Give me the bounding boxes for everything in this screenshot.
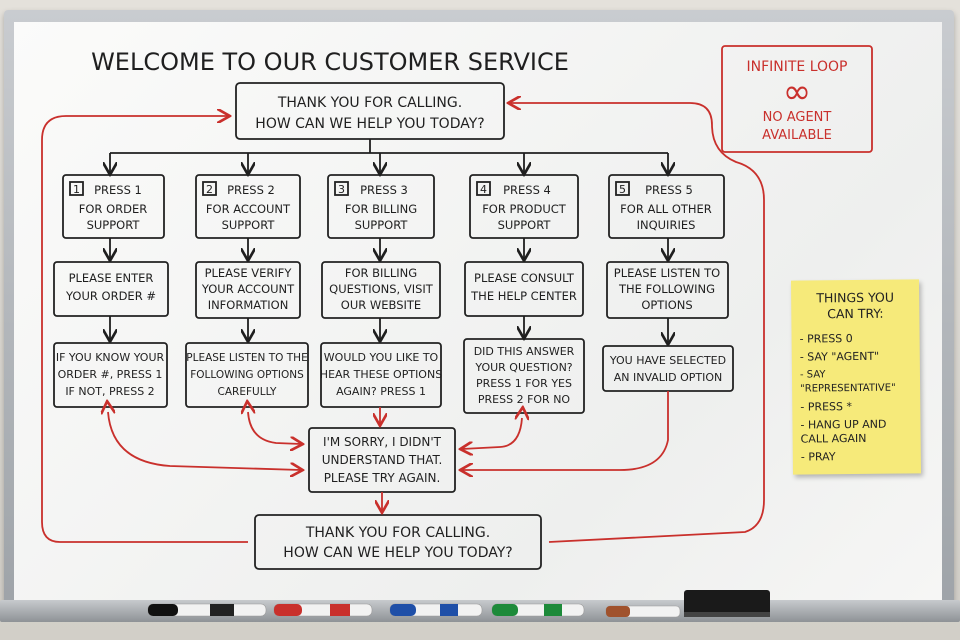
- step3-text: PLEASE LISTEN TO THE: [186, 352, 307, 364]
- sticky-note-title: THINGS YOU CAN TRY:: [791, 289, 919, 322]
- option-number: 2: [206, 183, 213, 196]
- step2-box-3: FOR BILLING QUESTIONS, VISIT OUR WEBSITE: [321, 261, 441, 319]
- step3-box-3: WOULD YOU LIKE TO HEAR THESE OPTIONS AGA…: [320, 342, 442, 408]
- step2-box-1: PLEASE ENTER YOUR ORDER #: [53, 261, 169, 317]
- step3-text: IF NOT, PRESS 2: [65, 385, 154, 398]
- step3-text: ORDER #, PRESS 1: [58, 368, 163, 381]
- sorry-text: PLEASE TRY AGAIN.: [324, 471, 441, 485]
- step2-box-2: PLEASE VERIFY YOUR ACCOUNT INFORMATION: [195, 261, 301, 319]
- red-loop-arrows: [41, 103, 765, 543]
- option-label: SUPPORT: [498, 218, 552, 232]
- step2-text: OUR WEBSITE: [341, 298, 421, 312]
- option-number: 3: [338, 183, 345, 196]
- step3-text: IF YOU KNOW YOUR: [56, 351, 165, 364]
- step3-box-2: PLEASE LISTEN TO THE FOLLOWING OPTIONS C…: [185, 342, 309, 408]
- option-label: FOR ACCOUNT: [206, 202, 291, 216]
- end-box: [254, 514, 542, 570]
- step3-box-5: YOU HAVE SELECTED AN INVALID OPTION: [602, 345, 734, 392]
- step3-text: AGAIN? PRESS 1: [336, 385, 426, 398]
- step2-text: PLEASE VERIFY: [205, 266, 293, 280]
- infinity-icon: ∞: [783, 72, 811, 112]
- option-label: FOR BILLING: [345, 202, 417, 216]
- start-box-line1: THANK YOU FOR CALLING.: [277, 95, 462, 111]
- sticky-item: PRESS *: [800, 399, 920, 414]
- option-box-5: 5 PRESS 5 FOR ALL OTHER INQUIRIES: [608, 174, 725, 239]
- step3-box-1: IF YOU KNOW YOUR ORDER #, PRESS 1 IF NOT…: [53, 342, 168, 408]
- step2-text: OPTIONS: [641, 298, 692, 312]
- step3-text: AN INVALID OPTION: [614, 371, 723, 384]
- option-label: PRESS 1: [94, 183, 142, 197]
- sticky-item: HANG UP AND CALL AGAIN: [800, 417, 920, 446]
- option-label: INQUIRIES: [637, 218, 696, 232]
- sticky-item: PRAY: [801, 449, 921, 464]
- option-box-2: 2 PRESS 2 FOR ACCOUNT SUPPORT: [195, 174, 301, 239]
- option-label: FOR PRODUCT: [482, 202, 567, 216]
- step2-text: INFORMATION: [208, 298, 289, 312]
- step3-text: CAREFULLY: [218, 386, 277, 398]
- sticky-item: PRESS 0: [800, 331, 920, 346]
- sticky-title-line: CAN TRY:: [827, 305, 884, 322]
- option-label: PRESS 2: [227, 183, 275, 197]
- sorry-text: I'M SORRY, I DIDN'T: [323, 435, 442, 449]
- sorry-box: I'M SORRY, I DIDN'T UNDERSTAND THAT. PLE…: [308, 427, 456, 493]
- sticky-note-list: PRESS 0 SAY "AGENT" SAY "REPRESENTATIVE"…: [800, 331, 921, 464]
- option-number: 5: [619, 183, 626, 196]
- step3-box-4: DID THIS ANSWER YOUR QUESTION? PRESS 1 F…: [463, 338, 585, 414]
- step2-box-4: PLEASE CONSULT THE HELP CENTER: [464, 261, 584, 317]
- infinite-loop-title: INFINITE LOOP: [746, 59, 847, 75]
- sorry-text: UNDERSTAND THAT.: [322, 453, 443, 467]
- step2-text: THE HELP CENTER: [470, 289, 577, 303]
- step2-text: YOUR ORDER #: [65, 289, 156, 303]
- option-number: 4: [480, 183, 487, 196]
- step3-text: DID THIS ANSWER: [474, 345, 575, 358]
- start-box-line2: HOW CAN WE HELP YOU TODAY?: [255, 116, 484, 132]
- option-box-1: 1 PRESS 1 FOR ORDER SUPPORT: [62, 174, 165, 239]
- option-box-3: 3 PRESS 3 FOR BILLING SUPPORT: [327, 174, 435, 239]
- step2-text: PLEASE ENTER: [69, 271, 154, 285]
- option-label: FOR ALL OTHER: [620, 202, 712, 216]
- end-box-line1: THANK YOU FOR CALLING.: [305, 525, 490, 541]
- step2-box-5: PLEASE LISTEN TO THE FOLLOWING OPTIONS: [606, 261, 729, 319]
- no-agent-text: NO AGENT: [763, 110, 832, 125]
- step3-text: HEAR THESE OPTIONS: [320, 368, 442, 381]
- sticky-note: THINGS YOU CAN TRY: PRESS 0 SAY "AGENT" …: [790, 279, 922, 475]
- step2-text: YOUR ACCOUNT: [201, 282, 295, 296]
- sticky-title-line: THINGS YOU: [816, 289, 895, 306]
- step2-text: PLEASE CONSULT: [474, 271, 575, 285]
- option-label: SUPPORT: [355, 218, 409, 232]
- option-number: 1: [73, 183, 80, 196]
- step3-text: PRESS 2 FOR NO: [478, 393, 571, 406]
- option-label: FOR ORDER: [79, 202, 147, 216]
- marker-tray: [0, 600, 960, 622]
- step3-text: YOU HAVE SELECTED: [609, 354, 726, 367]
- step3-text: FOLLOWING OPTIONS: [190, 369, 304, 381]
- sticky-item: SAY "AGENT": [800, 349, 920, 364]
- step2-text: FOR BILLING: [345, 266, 417, 280]
- step3-text: WOULD YOU LIKE TO: [324, 351, 439, 364]
- sticky-item: SAY "REPRESENTATIVE": [800, 367, 920, 396]
- option-label: SUPPORT: [222, 218, 276, 232]
- option-label: SUPPORT: [87, 218, 141, 232]
- option-box-4: 4 PRESS 4 FOR PRODUCT SUPPORT: [469, 174, 579, 239]
- option-label: PRESS 3: [360, 183, 408, 197]
- step2-text: QUESTIONS, VISIT: [329, 282, 434, 296]
- diagram-title: WELCOME TO OUR CUSTOMER SERVICE: [91, 48, 569, 76]
- end-box-line2: HOW CAN WE HELP YOU TODAY?: [283, 545, 512, 561]
- option-label: PRESS 4: [503, 183, 551, 197]
- step2-text: THE FOLLOWING: [618, 282, 715, 296]
- option-label: PRESS 5: [645, 183, 693, 197]
- step2-text: PLEASE LISTEN TO: [614, 266, 720, 280]
- infinite-loop-box: INFINITE LOOP ∞ NO AGENT AVAILABLE: [721, 45, 873, 153]
- step3-text: YOUR QUESTION?: [474, 361, 572, 374]
- available-text: AVAILABLE: [762, 128, 832, 143]
- step3-text: PRESS 1 FOR YES: [476, 377, 572, 390]
